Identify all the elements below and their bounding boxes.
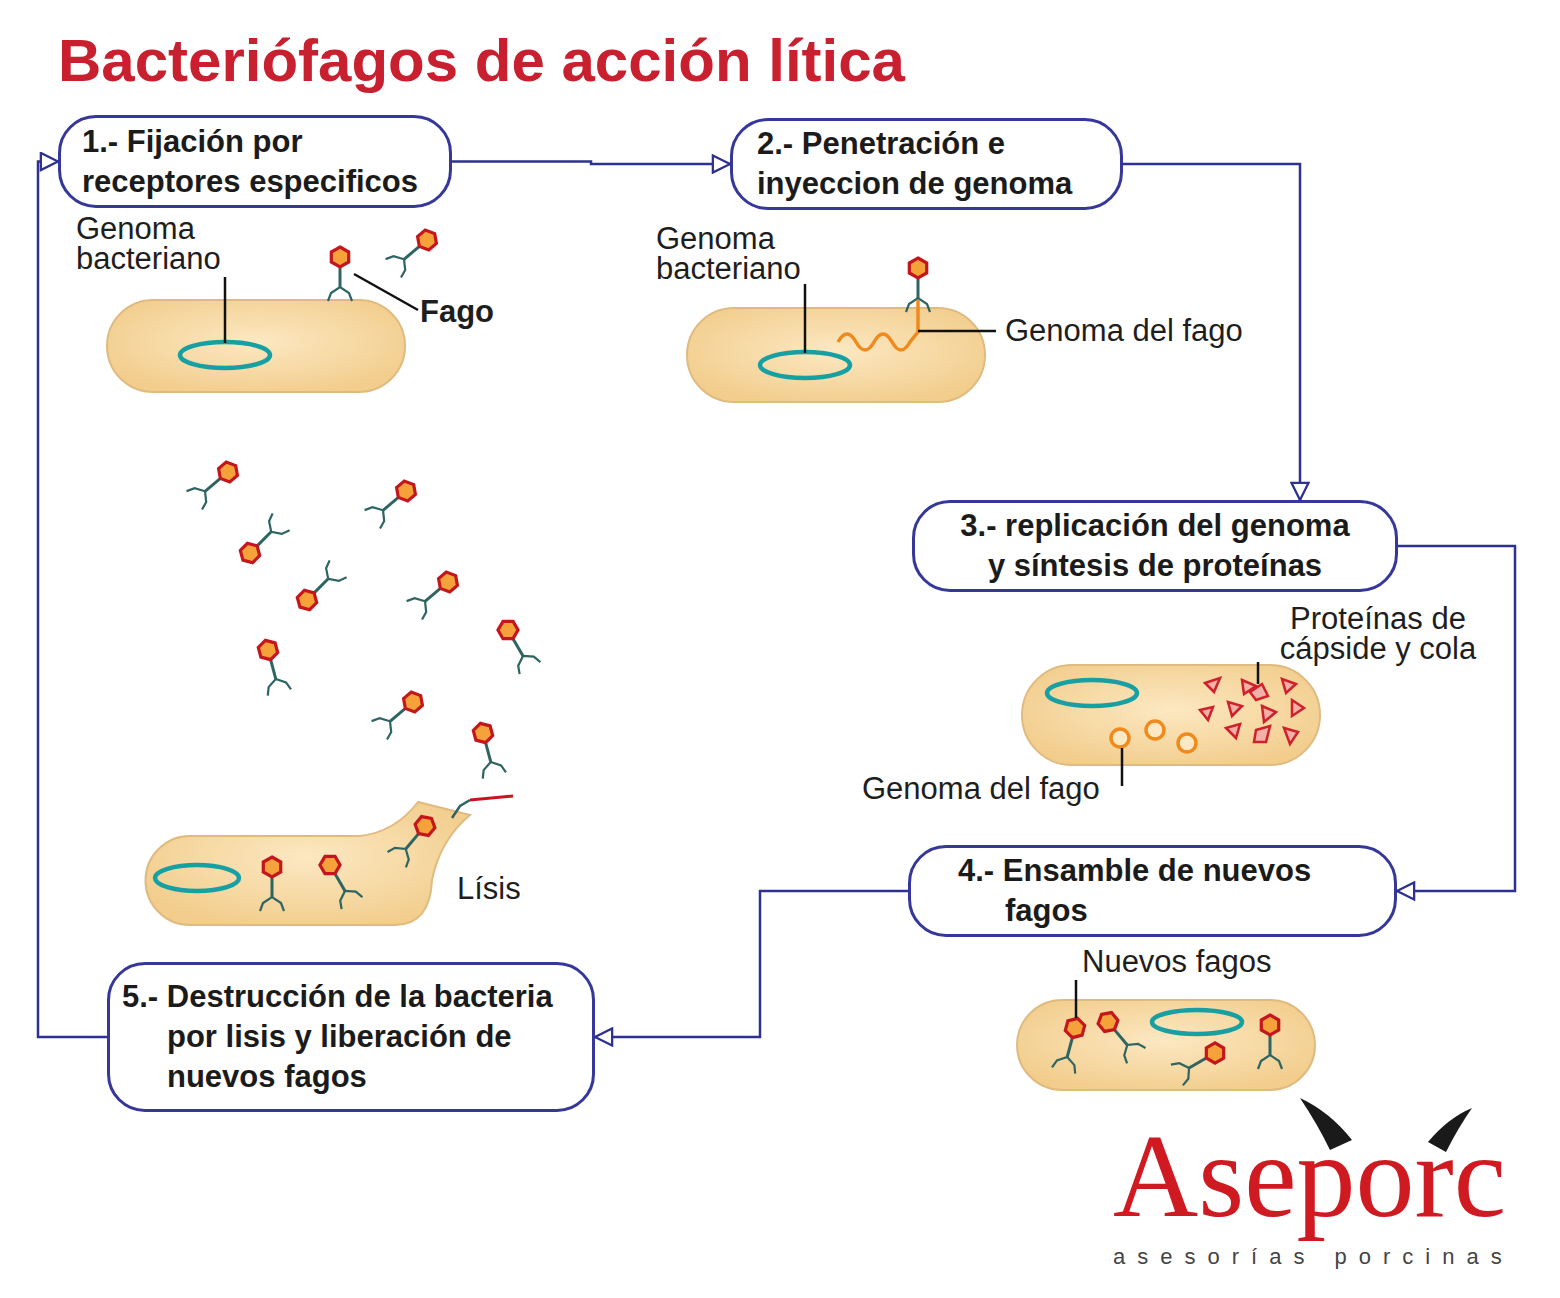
part-label: Genoma del fago — [862, 774, 1100, 804]
protein-fragment — [1284, 728, 1298, 744]
stage-box: 1.- Fijación por receptores especificos — [58, 115, 452, 208]
bacterial-genome — [1047, 680, 1137, 706]
protein-fragment — [1228, 702, 1242, 716]
leader-line — [1121, 748, 1124, 786]
bacterium-cell — [1017, 1000, 1315, 1090]
bacteriophage — [1052, 1015, 1089, 1073]
flow-arrow — [1397, 546, 1515, 891]
part-label: Lísis — [457, 874, 521, 904]
leader-line — [224, 277, 227, 343]
bacteriophage — [1258, 1015, 1282, 1069]
bacterial-genome — [155, 865, 239, 891]
stage-text: 1.- Fijación por receptores especificos — [82, 122, 442, 202]
logo-text: Aseporc — [1113, 1118, 1506, 1236]
bacteriophage — [386, 224, 443, 277]
part-label: Fago — [420, 297, 494, 327]
bacterial-genome — [1152, 1010, 1242, 1034]
protein-fragment — [1200, 707, 1213, 720]
bacterial-genome — [760, 352, 850, 378]
lysing-bacterium — [146, 802, 471, 925]
leader-line — [804, 284, 807, 353]
bacteriophage — [1171, 1038, 1230, 1086]
bacteriophage — [187, 456, 244, 509]
phage-genome-copy — [1111, 729, 1129, 747]
bacteriophage — [365, 475, 422, 528]
protein-fragment — [1262, 706, 1276, 722]
bacteriophage — [234, 513, 289, 568]
capsid-proteins — [1200, 678, 1304, 744]
bacteriophage — [493, 615, 541, 674]
bacteriophage — [315, 850, 363, 909]
flow-arrow — [452, 162, 730, 165]
stage-text: 5.- Destrucción de la bacteria por lisis… — [167, 977, 577, 1097]
stage-text: 3.- replicación del genoma y síntesis de… — [955, 506, 1355, 586]
phage-genome-copy — [1178, 734, 1196, 752]
bacteriophage — [407, 566, 464, 619]
protein-fragment — [1250, 684, 1268, 700]
stage-text: 2.- Penetración e inyeccion de genoma — [757, 124, 1107, 204]
bacterium-cell — [107, 300, 405, 392]
phage-fragment — [452, 800, 470, 818]
phage-genome-copy — [1146, 721, 1164, 739]
leader-line — [918, 330, 996, 333]
bacterium-cell — [687, 308, 985, 402]
protein-fragment — [1282, 679, 1296, 693]
leader-line — [1075, 980, 1078, 1018]
phage-fragment — [470, 796, 513, 800]
bacteriophage — [291, 560, 346, 615]
part-label: Genoma bacteriano — [656, 224, 826, 284]
bacterial-genome — [180, 342, 270, 368]
leader-line — [1257, 662, 1260, 684]
protein-fragment — [1226, 724, 1240, 738]
bacteriophage — [328, 247, 352, 301]
stage-box: 4.- Ensamble de nuevos fagos — [908, 845, 1397, 937]
part-label: Nuevos fagos — [1082, 947, 1272, 977]
protein-fragment — [1292, 700, 1304, 716]
bacteriophage — [372, 686, 429, 739]
flow-arrow — [595, 891, 908, 1037]
bacteriophage — [388, 811, 441, 868]
bacteriophage — [254, 637, 291, 695]
protein-fragment — [1254, 726, 1270, 742]
diagram-title: Bacteriófagos de acción lítica — [58, 31, 905, 91]
stage-text: 4.- Ensamble de nuevos fagos — [1005, 851, 1365, 931]
bacterium-cell — [1022, 665, 1320, 765]
protein-fragment — [1205, 678, 1220, 692]
stage-box: 2.- Penetración e inyeccion de genoma — [730, 118, 1123, 210]
stage-box: 5.- Destrucción de la bacteria por lisis… — [107, 962, 595, 1112]
part-label: Genoma bacteriano — [76, 214, 246, 274]
stage-box: 3.- replicación del genoma y síntesis de… — [912, 500, 1398, 592]
part-label: Proteínas de cápside y cola — [1258, 604, 1498, 664]
bacteriophage — [1092, 1007, 1145, 1064]
logo-text: asesorías porcinas — [1113, 1244, 1514, 1270]
phage-genome — [838, 300, 918, 350]
flow-arrow — [38, 162, 107, 1038]
bacteriophage — [260, 857, 284, 911]
part-label: Genoma del fago — [1005, 316, 1243, 346]
bacteriophage — [469, 720, 506, 778]
leader-line — [354, 274, 418, 310]
